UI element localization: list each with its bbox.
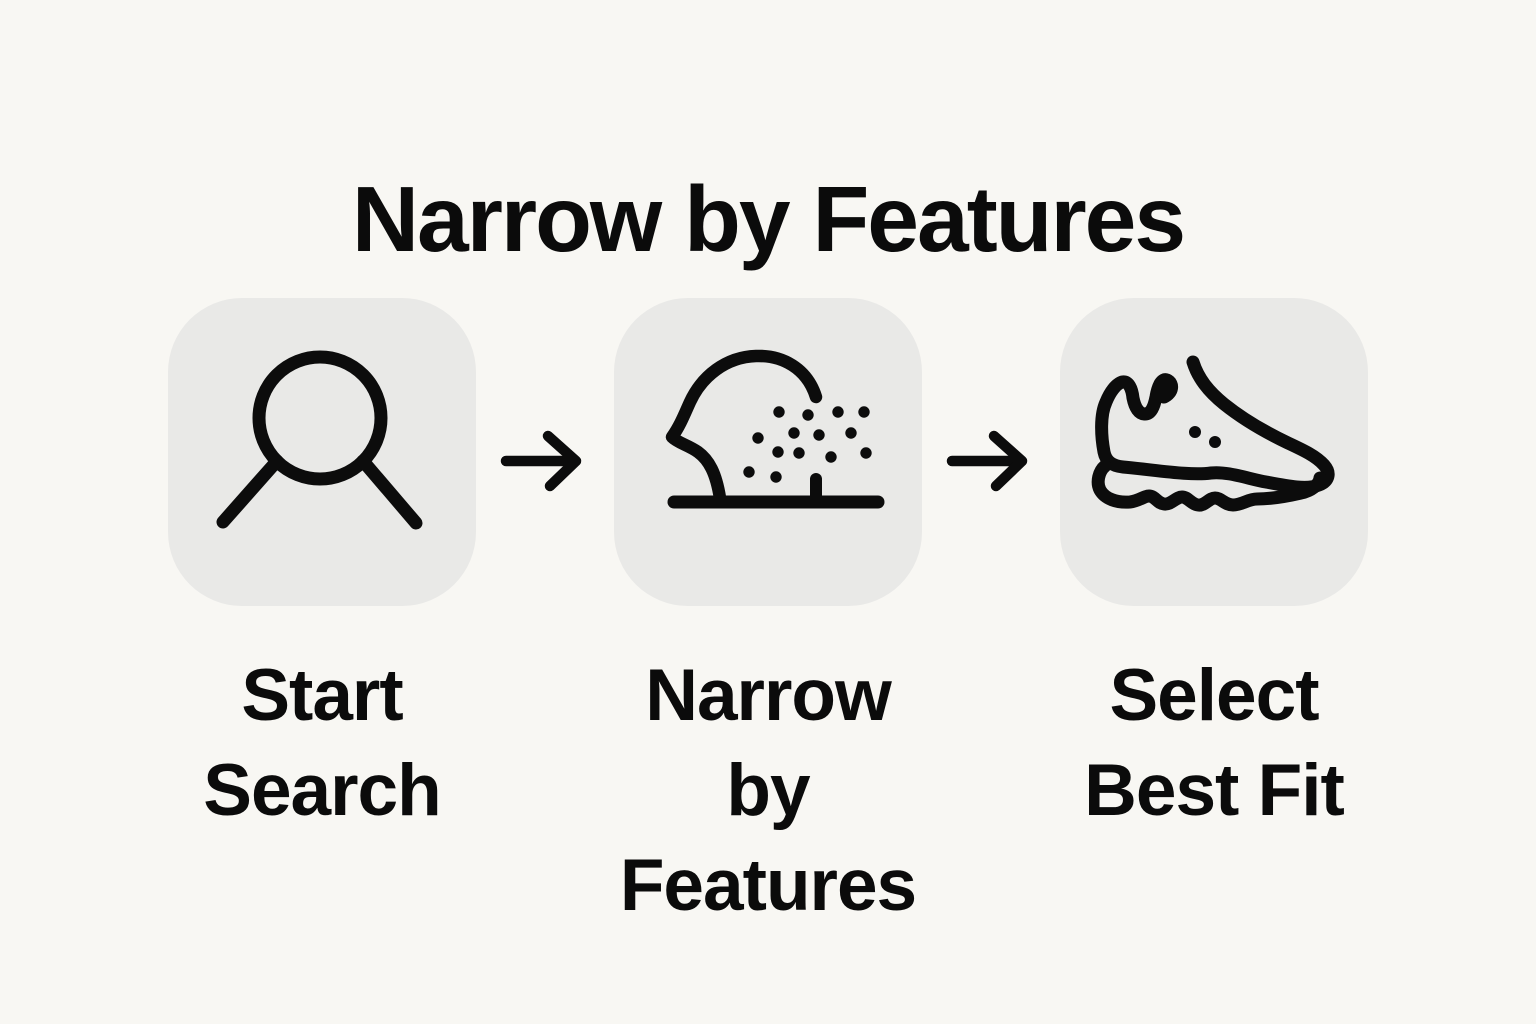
step-label-select-best-fit: Select Best Fit bbox=[1084, 655, 1345, 831]
page-title: Narrow by Features bbox=[351, 167, 1186, 272]
step-card-start-search bbox=[168, 298, 476, 606]
search-icon bbox=[216, 350, 423, 530]
flow-arrow-1 bbox=[476, 415, 614, 505]
step-label-narrow-by-features: Narrow by Features bbox=[619, 655, 917, 926]
arrow-right-icon bbox=[500, 430, 582, 492]
step-select-best-fit: Select Best Fit bbox=[1060, 298, 1368, 838]
step-card-select-best-fit bbox=[1060, 298, 1368, 606]
step-start-search: Start Search bbox=[168, 298, 476, 838]
step-card-narrow-by-features bbox=[614, 298, 922, 606]
step-label-start-search: Start Search bbox=[203, 655, 442, 831]
filter-spray-icon bbox=[665, 349, 885, 509]
flow-arrow-2 bbox=[922, 415, 1060, 505]
process-flow: Start Search bbox=[0, 298, 1536, 933]
sneaker-icon bbox=[1091, 355, 1335, 512]
step-narrow-by-features: Narrow by Features bbox=[614, 298, 922, 933]
arrow-right-icon bbox=[946, 430, 1028, 492]
